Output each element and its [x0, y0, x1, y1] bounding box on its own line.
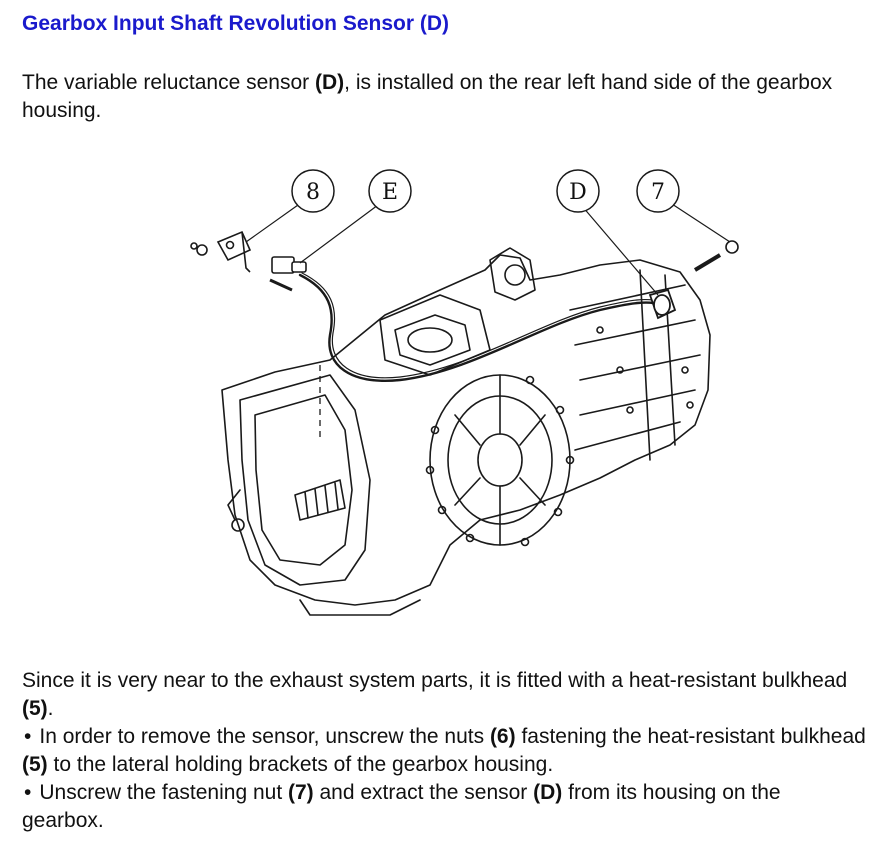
bullet-unscrew-nut: • Unscrew the fastening nut (7) and extra…: [22, 779, 867, 835]
heat-bulkhead-sentence: Since it is very near to the exhaust sys…: [22, 667, 867, 723]
callout-d-label: D: [569, 180, 587, 205]
bullet1-ref-5: (5): [22, 753, 48, 776]
callout-e: E: [368, 169, 412, 213]
gearbox-illustration: 8 E D 7: [190, 169, 739, 616]
sensor-d: [648, 288, 677, 320]
intro-paragraph: The variable reluctance sensor (D), is i…: [22, 69, 867, 125]
callout-d: D: [556, 169, 600, 213]
callout-7: 7: [636, 169, 680, 213]
gearbox-housing-outline: [221, 254, 711, 606]
intro-ref-d: (D): [315, 71, 345, 94]
bullet1-text-3: to the lateral holding brackets of the g…: [47, 753, 554, 776]
gearbox-diagram: 8 E D 7: [180, 160, 740, 630]
bullet2-text-3: from its housing on the gearbox.: [22, 781, 781, 832]
callout-8-label: 8: [306, 180, 320, 205]
bullet-marker: •: [24, 781, 32, 804]
bullet-remove-nuts: • In order to remove the sensor, unscrew …: [22, 723, 867, 779]
intro-text-1: The variable reluctance sensor: [22, 71, 315, 94]
bullet2-ref-d: (D): [533, 781, 563, 804]
page-title: Gearbox Input Shaft Revolution Sensor (D…: [22, 12, 450, 35]
bullet2-ref-7: (7): [288, 781, 314, 804]
body-ref-5: (5): [22, 697, 48, 720]
bullet1-text-2: fastening the heat-resistant bulkhead: [515, 725, 866, 748]
sensor-cable: [298, 273, 662, 382]
callout-e-label: E: [382, 180, 398, 205]
callout-7-label: 7: [651, 180, 665, 205]
intro-text-2: , is installed on the rear left hand sid…: [22, 71, 833, 122]
callout-8: 8: [291, 169, 335, 213]
bracket-8: [190, 230, 293, 292]
bullet1-text-1: In order to remove the sensor, unscrew t…: [39, 725, 490, 748]
connector-e: [271, 256, 307, 274]
bullet2-text-1: Unscrew the fastening nut: [39, 781, 288, 804]
body-s1-end: .: [47, 697, 54, 720]
bullet-marker: •: [24, 725, 32, 748]
nut-7: [693, 240, 739, 272]
bullet1-ref-6: (6): [489, 725, 516, 748]
body-s1: Since it is very near to the exhaust sys…: [22, 669, 848, 692]
body-paragraph: Since it is very near to the exhaust sys…: [22, 667, 867, 835]
bullet2-text-2: and extract the sensor: [313, 781, 534, 804]
